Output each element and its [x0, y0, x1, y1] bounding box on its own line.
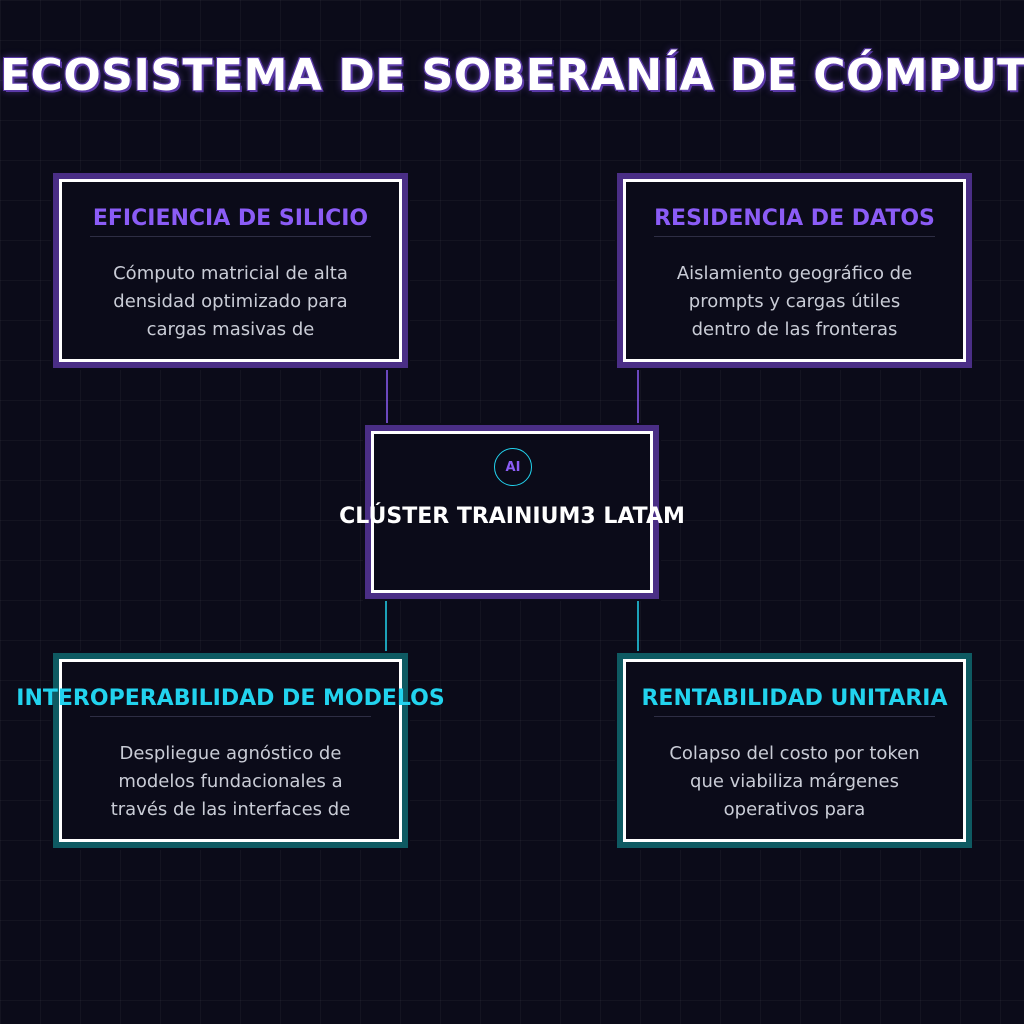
- card-line: través de las interfaces de: [110, 799, 351, 820]
- card-description: Cómputo matricial de alta densidad optim…: [86, 260, 375, 344]
- card-line: cargas masivas de: [146, 319, 315, 340]
- card-line: Despliegue agnóstico de: [119, 743, 342, 764]
- ai-circle-icon: AI: [494, 448, 532, 486]
- card-eficiencia-silicio: EFICIENCIA DE SILICIO Cómputo matricial …: [59, 179, 402, 362]
- card-line: que viabiliza márgenes: [690, 771, 899, 792]
- hub-label: CLÚSTER TRAINIUM3 LATAM: [339, 504, 685, 529]
- card-line: dentro de las fronteras: [691, 319, 898, 340]
- card-line: Aislamiento geográfico de: [676, 263, 913, 284]
- card-heading: RENTABILIDAD UNITARIA: [641, 686, 948, 711]
- card-line: operativos para: [723, 799, 866, 820]
- card-heading: RESIDENCIA DE DATOS: [654, 206, 935, 231]
- page-title: ECOSISTEMA DE SOBERANÍA DE CÓMPUTO: [0, 50, 1024, 101]
- card-line: Cómputo matricial de alta: [113, 263, 348, 284]
- card-divider: [654, 236, 935, 237]
- card-line: Colapso del costo por token: [669, 743, 920, 764]
- card-heading: INTEROPERABILIDAD DE MODELOS: [16, 686, 445, 711]
- card-residencia-datos: RESIDENCIA DE DATOS Aislamiento geográfi…: [623, 179, 966, 362]
- card-divider: [90, 236, 371, 237]
- card-description: Despliegue agnóstico de modelos fundacio…: [86, 740, 375, 824]
- card-heading: EFICIENCIA DE SILICIO: [92, 206, 369, 231]
- card-line: prompts y cargas útiles: [688, 291, 901, 312]
- card-line: modelos fundacionales a: [118, 771, 343, 792]
- hub-cluster: AI CLÚSTER TRAINIUM3 LATAM: [339, 431, 685, 593]
- card-interoperabilidad-modelos: INTEROPERABILIDAD DE MODELOS Despliegue …: [16, 659, 445, 842]
- card-description: Aislamiento geográfico de prompts y carg…: [650, 260, 939, 344]
- card-description: Colapso del costo por token que viabiliz…: [650, 740, 939, 824]
- card-divider: [90, 716, 371, 717]
- card-rentabilidad-unitaria: RENTABILIDAD UNITARIA Colapso del costo …: [623, 659, 966, 842]
- card-line: densidad optimizado para: [113, 291, 348, 312]
- card-divider: [654, 716, 935, 717]
